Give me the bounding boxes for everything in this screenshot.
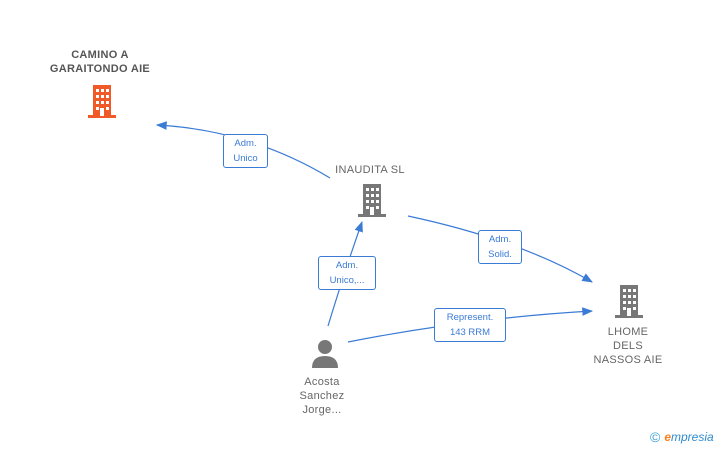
node-label-inaudita[interactable]: INAUDITA SL [310, 163, 430, 177]
edge-e4-line2: 143 RRM [449, 327, 491, 338]
node-camino-line1: CAMINO A [71, 49, 129, 61]
node-lhome-line3: NASSOS AIE [593, 354, 663, 366]
node-lhome-line1: LHOME [607, 326, 649, 338]
brand-name: empresia [664, 430, 713, 444]
edge-e4-line1: Represent. [446, 312, 494, 323]
node-lhome-line2: DELS [613, 340, 643, 352]
building-icon[interactable] [356, 183, 388, 217]
edge-label-adm-unico[interactable]: Adm. Unico [223, 134, 268, 168]
edge-label-adm-unico-more[interactable]: Adm. Unico,... [318, 256, 376, 290]
brand-logo[interactable]: © empresia [650, 429, 714, 445]
edge-e2-line2: Solid. [488, 249, 512, 260]
node-label-acosta[interactable]: Acosta Sanchez Jorge... [272, 375, 372, 417]
edge-label-adm-solid[interactable]: Adm. Solid. [478, 230, 522, 264]
edge-label-represent[interactable]: Represent. 143 RRM [434, 308, 506, 342]
edge-e2-line1: Adm. [488, 234, 512, 245]
node-acosta-line1: Acosta [304, 376, 340, 388]
edge-e1-line1: Adm. [234, 138, 257, 149]
edge-e3-line1: Adm. [335, 260, 359, 271]
brand-e: e [664, 430, 672, 444]
building-icon[interactable] [86, 84, 118, 118]
node-acosta-line2: Sanchez [299, 390, 345, 402]
edge-e1-line2: Unico [233, 153, 258, 164]
node-inaudita-line1: INAUDITA SL [335, 164, 405, 176]
node-label-lhome[interactable]: LHOME DELS NASSOS AIE [578, 325, 678, 367]
copyright-icon: © [650, 429, 661, 445]
person-icon[interactable] [310, 338, 340, 368]
edge-e3-line2: Unico,... [329, 275, 365, 286]
node-label-camino[interactable]: CAMINO A GARAITONDO AIE [30, 48, 170, 76]
building-icon[interactable] [613, 284, 645, 318]
node-camino-line2: GARAITONDO AIE [49, 63, 151, 75]
brand-rest: mpresia [671, 430, 714, 444]
node-acosta-line3: Jorge... [302, 404, 342, 416]
